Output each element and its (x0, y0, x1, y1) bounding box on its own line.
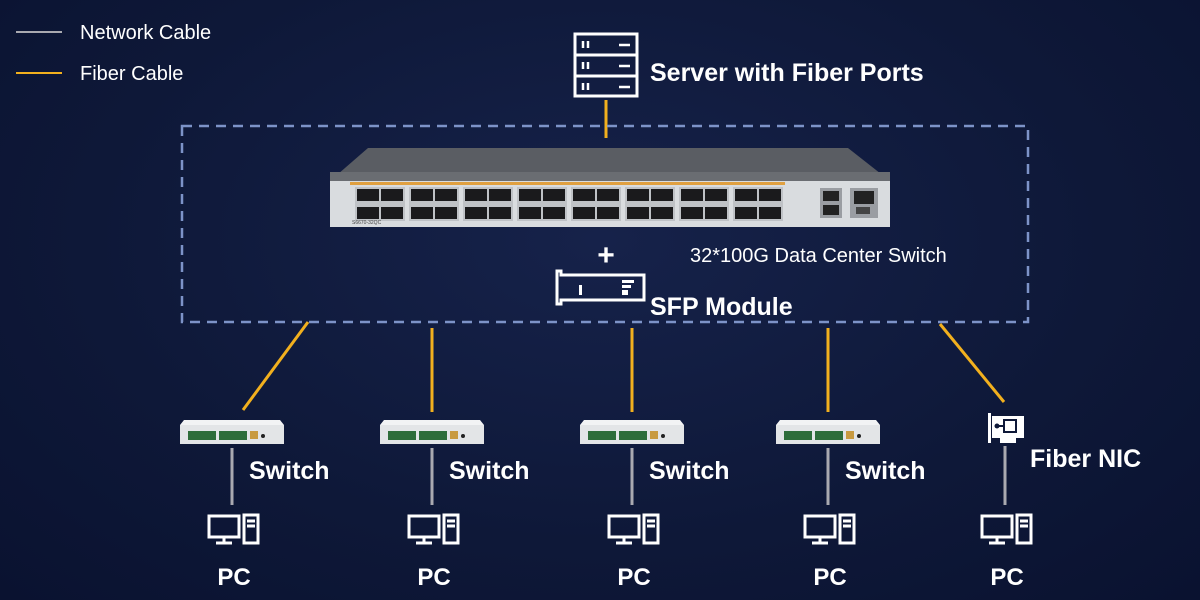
qsfp-port (465, 207, 487, 219)
sfp-module-icon (555, 269, 646, 306)
pc-label: PC (417, 564, 450, 591)
sfp-label: SFP Module (650, 293, 793, 321)
qsfp-port (489, 189, 511, 201)
qsfp-port (465, 189, 487, 201)
pc-icon (980, 513, 1033, 545)
qsfp-port (573, 207, 595, 219)
pc-icon (803, 513, 856, 545)
access-switch-image (180, 420, 284, 444)
qsfp-port (573, 189, 595, 201)
qsfp-port (357, 189, 379, 201)
server-icon (573, 32, 639, 98)
qsfp-port (435, 207, 457, 219)
qsfp-port (435, 189, 457, 201)
qsfp-port (543, 189, 565, 201)
core-switch-model: S6670-32QC (352, 220, 382, 226)
legend: Network Cable Fiber Cable (16, 22, 211, 85)
qsfp-port (381, 189, 403, 201)
pc-label: PC (990, 564, 1023, 591)
fiber-nic-label: Fiber NIC (1030, 445, 1141, 473)
qsfp-port (681, 189, 703, 201)
qsfp-port (681, 207, 703, 219)
qsfp-port (735, 207, 757, 219)
qsfp-port (519, 207, 541, 219)
core-switch-label: 32*100G Data Center Switch (690, 245, 947, 267)
switch-label: Switch (845, 457, 926, 485)
qsfp-port (627, 207, 649, 219)
qsfp-port (357, 207, 379, 219)
access-switch-image (380, 420, 484, 444)
pc-icon (407, 513, 460, 545)
qsfp-port (705, 207, 727, 219)
fiber-cable (241, 321, 310, 411)
qsfp-port (519, 189, 541, 201)
core-group-box (180, 124, 1030, 324)
qsfp-port (651, 207, 673, 219)
qsfp-port (759, 189, 781, 201)
qsfp-port (381, 207, 403, 219)
access-switch-image (776, 420, 880, 444)
fiber-cable (938, 323, 1006, 403)
plus-sign: + (597, 239, 615, 272)
qsfp-port (597, 189, 619, 201)
access-node: Fiber NIC PC (938, 323, 1141, 591)
access-switch-image (580, 420, 684, 444)
core-switch-image: S6670-32QC (330, 148, 890, 227)
qsfp-port (411, 207, 433, 219)
legend-fiber-label: Fiber Cable (80, 63, 183, 85)
qsfp-port (489, 207, 511, 219)
switch-label: Switch (449, 457, 530, 485)
qsfp-port (597, 207, 619, 219)
qsfp-port (627, 189, 649, 201)
legend-network-label: Network Cable (80, 22, 211, 44)
pc-label: PC (217, 564, 250, 591)
pc-label: PC (617, 564, 650, 591)
server-label: Server with Fiber Ports (650, 59, 924, 87)
pc-icon (607, 513, 660, 545)
qsfp-port (543, 207, 565, 219)
qsfp-port (735, 189, 757, 201)
qsfp-port (651, 189, 673, 201)
pc-icon (207, 513, 260, 545)
switch-label: Switch (249, 457, 330, 485)
fiber-nic-icon (988, 413, 1024, 443)
switch-label: Switch (649, 457, 730, 485)
qsfp-port (705, 189, 727, 201)
pc-label: PC (813, 564, 846, 591)
qsfp-port (411, 189, 433, 201)
qsfp-port (759, 207, 781, 219)
